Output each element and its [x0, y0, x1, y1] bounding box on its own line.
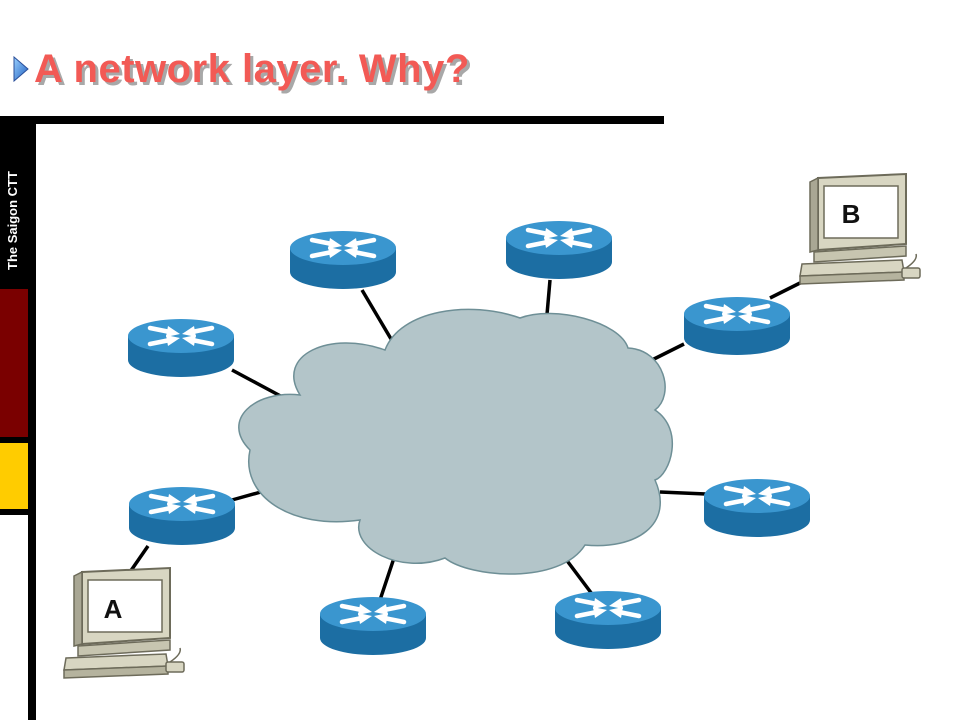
router-icon — [320, 597, 426, 655]
left-sidebar — [0, 124, 28, 720]
sidebar-separator — [0, 437, 28, 443]
host-a-computer-icon: A — [63, 567, 185, 679]
sidebar-separator — [0, 509, 28, 515]
link — [659, 490, 707, 496]
host-b-computer-icon: B — [799, 173, 921, 285]
router-icon — [555, 591, 661, 649]
router-icon — [129, 487, 235, 545]
slide-title: A network layer. Why? — [34, 47, 470, 91]
router-icon — [506, 221, 612, 279]
link — [769, 281, 801, 300]
host-b-label: B — [842, 199, 861, 229]
router-icon — [290, 231, 396, 289]
title-row: A network layer. Why? — [12, 44, 470, 94]
router-icon — [704, 479, 810, 537]
triangle-bullet-icon — [13, 55, 29, 83]
sidebar-black-block — [0, 124, 28, 289]
router-icon — [128, 319, 234, 377]
left-vertical-divider — [28, 124, 36, 720]
network-cloud-icon — [238, 308, 674, 575]
link — [360, 289, 396, 345]
router-icon — [684, 297, 790, 355]
sidebar-white-block — [0, 515, 28, 720]
sidebar-yellow-block — [0, 443, 28, 509]
link — [128, 545, 150, 573]
host-a-label: A — [104, 594, 123, 624]
top-divider — [0, 116, 664, 124]
sidebar-red-block — [0, 289, 28, 437]
